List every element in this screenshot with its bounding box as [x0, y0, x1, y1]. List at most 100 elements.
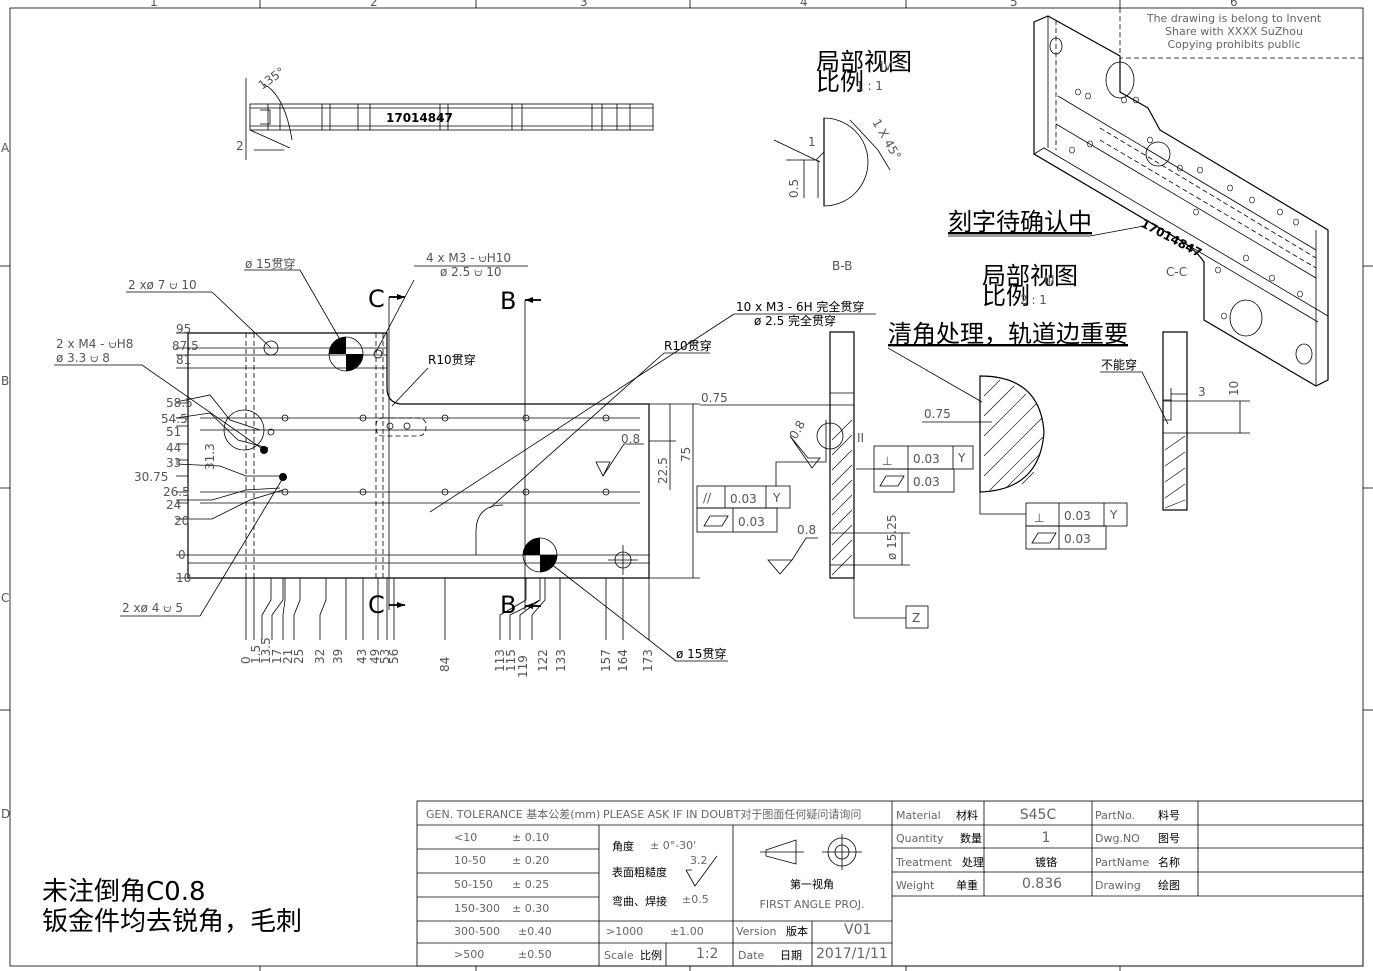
tb-tol-range-3: 50-150	[454, 878, 493, 891]
tb-tol-range-1: <10	[454, 831, 477, 844]
left-dim-26-5: 26.5	[163, 485, 190, 499]
tb-tol-range-2: 10-50	[454, 854, 486, 867]
tb-rough-label: 表面粗糙度	[612, 865, 667, 879]
tb-version-label: Version	[736, 925, 776, 938]
detail-iv-dim-1: 1	[808, 135, 816, 149]
bottom-dim-21: 21	[281, 649, 295, 664]
bottom-dim-122: 122	[536, 649, 550, 672]
left-dim-0: 0	[178, 548, 186, 562]
zone-col-6: 6	[1230, 0, 1238, 9]
section-markers: C C B B	[368, 285, 541, 619]
tb-tol-6: ±0.50	[518, 948, 552, 961]
iso-part-no: 17014847	[1139, 216, 1205, 260]
bottom-dim-13-5: 13.5	[259, 637, 273, 664]
tb-treat: 镀铬	[1035, 855, 1057, 869]
cc-dim-10: 10	[1227, 381, 1241, 396]
callout-holes-4: 2 xø 4 ⩁ 5	[122, 601, 183, 615]
top-view-part-no: 17014847	[386, 111, 453, 125]
gdt-parallel-value: 0.03	[730, 492, 757, 506]
detail-iii-scale: 2 : 1	[1020, 293, 1047, 307]
tb-scale-label: Scale	[604, 949, 634, 962]
zone-row-a: A	[1, 141, 10, 155]
callout-hole-15-top: ø 15贯穿	[245, 256, 295, 271]
gdt-frame-perp: ⊥ 0.03 Y 0.03	[856, 445, 974, 493]
callout-holes-7: 2 xø 7 ⩁ 10	[128, 278, 197, 292]
top-view: 135° 2 17014847	[236, 64, 654, 160]
projection-icon	[760, 834, 862, 870]
tb-bend-label: 弯曲、焊接	[612, 894, 667, 908]
bottom-dim-39: 39	[331, 649, 345, 664]
thru-hole-15-bottom	[522, 537, 558, 573]
tb-dwgno-cn: 图号	[1158, 832, 1180, 845]
rail-hole-row-top	[281, 414, 610, 430]
rail-hole-row-bottom	[281, 488, 610, 496]
detail-iv-roman: IV	[880, 59, 893, 73]
tb-partname-cn: 名称	[1158, 855, 1180, 869]
roughness-icon	[685, 855, 718, 887]
note-clean-corner: 清角处理，轨道边重要	[888, 320, 1128, 348]
bottom-dim-164: 164	[616, 649, 630, 672]
section-bb-label: B-B	[832, 259, 852, 273]
bottom-ordinate-dims: 0 1.5 13.5 17 21 25 32 39 43 49 53 56 84…	[239, 578, 655, 678]
callout-m3-through-drill: ø 2.5 完全贯穿	[754, 313, 836, 328]
detail-iv-scale: 1 : 1	[856, 79, 883, 93]
note-chamfer: 未注倒角C0.8	[42, 877, 206, 907]
tb-tol-5: ±0.40	[518, 925, 552, 938]
tb-material: S45C	[1020, 807, 1057, 823]
detail-iii: 局部视图 III 比例 2 : 1 清角处理，轨道边重要 0.75 ⊥ 0.03…	[887, 262, 1128, 550]
zone-row-d: D	[1, 807, 10, 821]
top-view-thickness: 2	[236, 139, 244, 153]
tb-gt1000: >1000	[606, 925, 643, 938]
tb-scale-cn: 比例	[640, 948, 662, 962]
tb-treat-cn: 处理	[962, 856, 984, 869]
tb-weight-cn: 单重	[956, 878, 978, 892]
tb-tol-2: ± 0.20	[512, 854, 549, 867]
detail-iv: 局部视图 IV 比例 1 : 1 1 0.5 1 X 45°	[773, 48, 912, 207]
detail-iv-dim-0-5: 0.5	[787, 179, 801, 198]
callouts: ø 15贯穿 2 xø 7 ⩁ 10 4 x M3 - ⩁H10 ø 2.5 ⩁…	[54, 251, 876, 662]
detail-iv-scale-label: 比例	[816, 68, 864, 96]
left-dim-20: 20	[174, 514, 189, 528]
tb-angle-label: 角度	[612, 839, 634, 853]
left-dim-24: 24	[166, 498, 181, 512]
gdt-frame-perp-2: ⊥ 0.03 Y 0.03	[1025, 502, 1128, 550]
tb-ask: PLEASE ASK IF IN DOUBT对于图面任何疑问请询问	[603, 807, 861, 821]
tb-rough-value: 3.2	[690, 854, 708, 867]
section-b-bottom: B	[500, 591, 516, 619]
tb-qty-cn: 数量	[960, 832, 982, 845]
tb-partno-cn: 料号	[1158, 808, 1180, 822]
gdt-perp-ref-2: Y	[1109, 508, 1118, 522]
bottom-dim-17: 17	[270, 649, 284, 664]
left-dim-51: 51	[166, 425, 181, 439]
tb-tol-1: ± 0.10	[512, 831, 549, 844]
bottom-dim-84: 84	[438, 657, 452, 672]
tb-material-label: Material	[896, 809, 941, 822]
view-ii-label: II	[857, 431, 864, 445]
tb-tol-4: ± 0.30	[512, 902, 549, 915]
zone-col-2: 2	[370, 0, 378, 9]
detail-iii-dim-0-75: 0.75	[924, 407, 951, 421]
tb-version: V01	[844, 922, 871, 938]
left-dim-54-5: 54.5	[161, 412, 188, 426]
tb-projection-en: FIRST ANGLE PROJ.	[760, 898, 865, 911]
bottom-dim-49: 49	[368, 649, 382, 664]
tb-dwgno-label: Dwg.NO	[1095, 832, 1140, 845]
section-b-top: B	[500, 287, 516, 315]
height-dims: 75 22.5 31.3	[203, 403, 700, 579]
tb-projection-cn: 第一视角	[790, 877, 834, 891]
section-cc-label: C-C	[1166, 265, 1187, 279]
gdt-perp-value-2: 0.03	[1064, 509, 1091, 523]
callout-m4-tap: 2 x M4 - ⩁H8	[56, 337, 133, 351]
zone-col-1: 1	[150, 0, 158, 9]
detail-iv-title: 局部视图	[816, 48, 912, 76]
tb-qty: 1	[1042, 830, 1051, 846]
tb-date-cn: 日期	[780, 949, 802, 962]
bottom-dim-32: 32	[313, 649, 327, 664]
zone-col-4: 4	[800, 0, 808, 9]
callout-r10-b: R10贯穿	[664, 338, 712, 353]
callout-roughness-0-8: 0.8	[621, 432, 640, 446]
tb-tol-3: ± 0.25	[512, 878, 549, 891]
bottom-dim-0: 0	[239, 656, 253, 664]
